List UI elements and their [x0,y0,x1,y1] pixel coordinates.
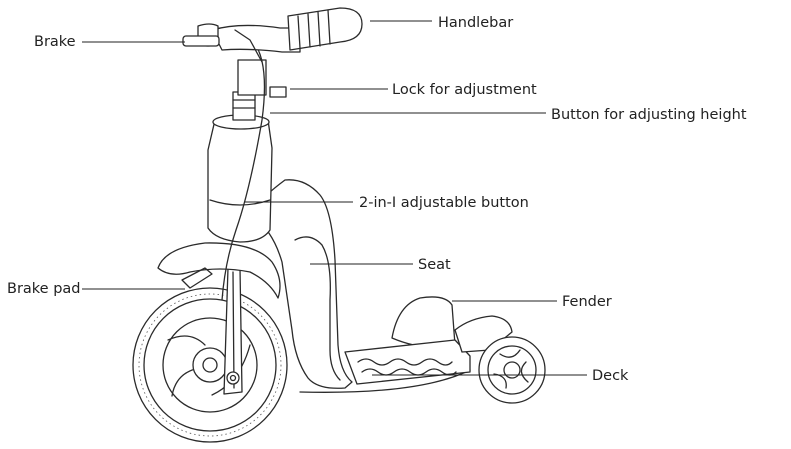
handlebar-shape [182,7,363,63]
label-height-button: Button for adjusting height [551,107,747,123]
label-lock: Lock for adjustment [392,82,537,98]
label-brake: Brake [34,34,76,50]
frame [249,179,471,393]
label-brake-pad: Brake pad [7,281,81,297]
steering-column [207,59,287,243]
brake-cable [221,39,266,301]
front-fork [223,267,243,395]
front-wheel [132,287,288,443]
labels: Handlebar Brake Lock for adjustment Butt… [7,15,747,384]
scooter-illustration [132,7,546,443]
leader-lines [82,20,587,376]
label-handlebar: Handlebar [438,15,513,31]
label-deck: Deck [592,368,629,384]
rear-wheel [478,336,546,404]
label-adjustable-button: 2-in-I adjustable button [359,195,529,211]
rear-fender-shape [391,296,456,348]
label-fender: Fender [562,294,612,310]
label-seat: Seat [418,257,451,273]
front-fender-shape [157,242,281,299]
